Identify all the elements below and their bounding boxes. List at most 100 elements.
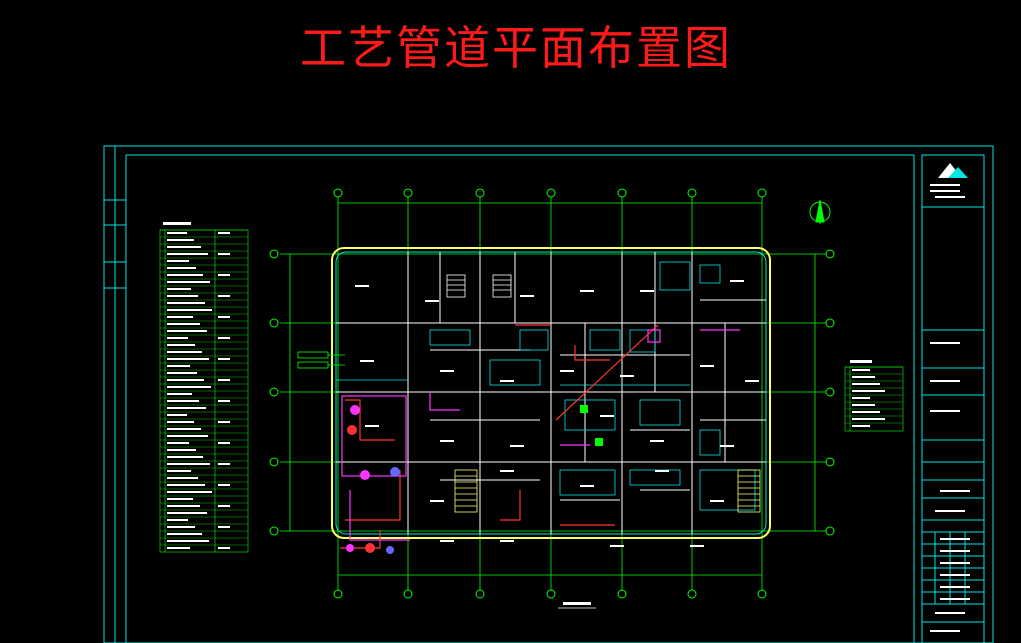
- room-label: [710, 500, 724, 502]
- table-cell-text: [167, 379, 204, 381]
- table-cell-text: [167, 526, 195, 528]
- piping-red: [340, 324, 659, 549]
- legend-cell-text: [852, 418, 885, 420]
- table-cell-text: [167, 323, 200, 325]
- room-label: [520, 295, 534, 297]
- table-cell-text: [167, 470, 191, 472]
- room-label: [700, 365, 714, 367]
- room-label: [580, 290, 594, 292]
- table-cell-text: [167, 428, 201, 430]
- table-cell-text: [167, 260, 189, 262]
- interior-walls: [336, 252, 766, 534]
- legend-cell-text: [852, 397, 870, 399]
- table-cell-text: [167, 386, 211, 388]
- table-cell-text: [167, 498, 193, 500]
- table-cell-text: [218, 400, 230, 402]
- room-label: [600, 415, 614, 417]
- legend-table-heading: [850, 360, 872, 363]
- table-cell-text: [167, 533, 202, 535]
- staircase-top-left: [446, 274, 512, 298]
- title-block-entry: [940, 490, 970, 492]
- table-cell-text: [218, 379, 230, 381]
- table-cell-text: [167, 456, 203, 458]
- title-block-entry: [930, 184, 960, 186]
- table-cell-text: [167, 540, 209, 542]
- room-label: [430, 500, 444, 502]
- title-block-entry: [940, 598, 970, 600]
- room-label: [440, 440, 454, 442]
- table-cell-text: [218, 442, 230, 444]
- title-block-entry: [930, 342, 960, 344]
- table-cell-text: [167, 288, 191, 290]
- table-cell-text: [167, 414, 187, 416]
- table-cell-text: [167, 309, 212, 311]
- piping-magenta: [341, 329, 740, 541]
- legend-table-text: [852, 369, 885, 427]
- table-cell-text: [167, 491, 212, 493]
- room-label: [425, 300, 439, 302]
- legend-cell-text: [852, 376, 875, 378]
- table-cell-text: [167, 512, 207, 514]
- title-block-entry: [935, 196, 965, 198]
- table-cell-text: [167, 365, 190, 367]
- legend-cell-text: [852, 383, 880, 385]
- room-label: [640, 290, 654, 292]
- north-arrow: [809, 199, 831, 224]
- room-label: [690, 545, 704, 547]
- table-cell-text: [218, 274, 230, 276]
- room-label: [560, 370, 574, 372]
- table-cell-text: [218, 463, 230, 465]
- room-label: [610, 545, 624, 547]
- legend-cell-text: [852, 404, 875, 406]
- title-block-entry: [940, 538, 970, 540]
- table-cell-text: [167, 295, 198, 297]
- room-label: [360, 360, 374, 362]
- room-label: [730, 280, 744, 282]
- table-cell-text: [167, 547, 190, 549]
- table-cell-text: [218, 505, 230, 507]
- room-label: [510, 445, 524, 447]
- table-cell-text: [167, 281, 210, 283]
- table-cell-text: [218, 547, 230, 549]
- table-cell-text: [167, 393, 192, 395]
- table-cell-text: [218, 526, 230, 528]
- table-cell-text: [167, 253, 208, 255]
- title-block-entry: [935, 510, 965, 512]
- axis-bubbles-columns: [333, 188, 767, 599]
- table-cell-text: [218, 358, 230, 360]
- table-cell-text: [167, 330, 207, 332]
- plan-caption: [558, 602, 596, 609]
- room-label: [440, 540, 454, 542]
- room-labels: [355, 280, 759, 547]
- room-label: [355, 285, 369, 287]
- table-cell-text: [167, 505, 200, 507]
- table-cell-text: [167, 463, 210, 465]
- table-cell-text: [167, 316, 193, 318]
- staircase-left: [454, 469, 478, 513]
- table-cell-text: [167, 351, 202, 353]
- table-cell-text: [167, 519, 188, 521]
- title-block-entry: [930, 190, 960, 192]
- company-logo: [938, 163, 968, 178]
- room-label: [500, 380, 514, 382]
- room-label: [620, 375, 634, 377]
- equipment-pumps: [346, 405, 603, 554]
- table-cell-text: [167, 477, 198, 479]
- table-cell-text: [218, 484, 230, 486]
- table-cell-text: [167, 407, 206, 409]
- room-label: [745, 380, 759, 382]
- room-label: [365, 425, 379, 427]
- table-cell-text: [167, 435, 208, 437]
- table-cell-text: [218, 232, 230, 234]
- equipment-schedule-text: [167, 232, 230, 549]
- legend-cell-text: [852, 425, 870, 427]
- drawing-title: 工艺管道平面布置图: [300, 21, 732, 75]
- title-block-entry: [930, 380, 960, 382]
- table-cell-text: [218, 316, 230, 318]
- table-cell-text: [218, 421, 230, 423]
- table-cell-text: [218, 253, 230, 255]
- table-cell-text: [167, 232, 187, 234]
- room-label: [655, 470, 669, 472]
- table-cell-text: [167, 274, 203, 276]
